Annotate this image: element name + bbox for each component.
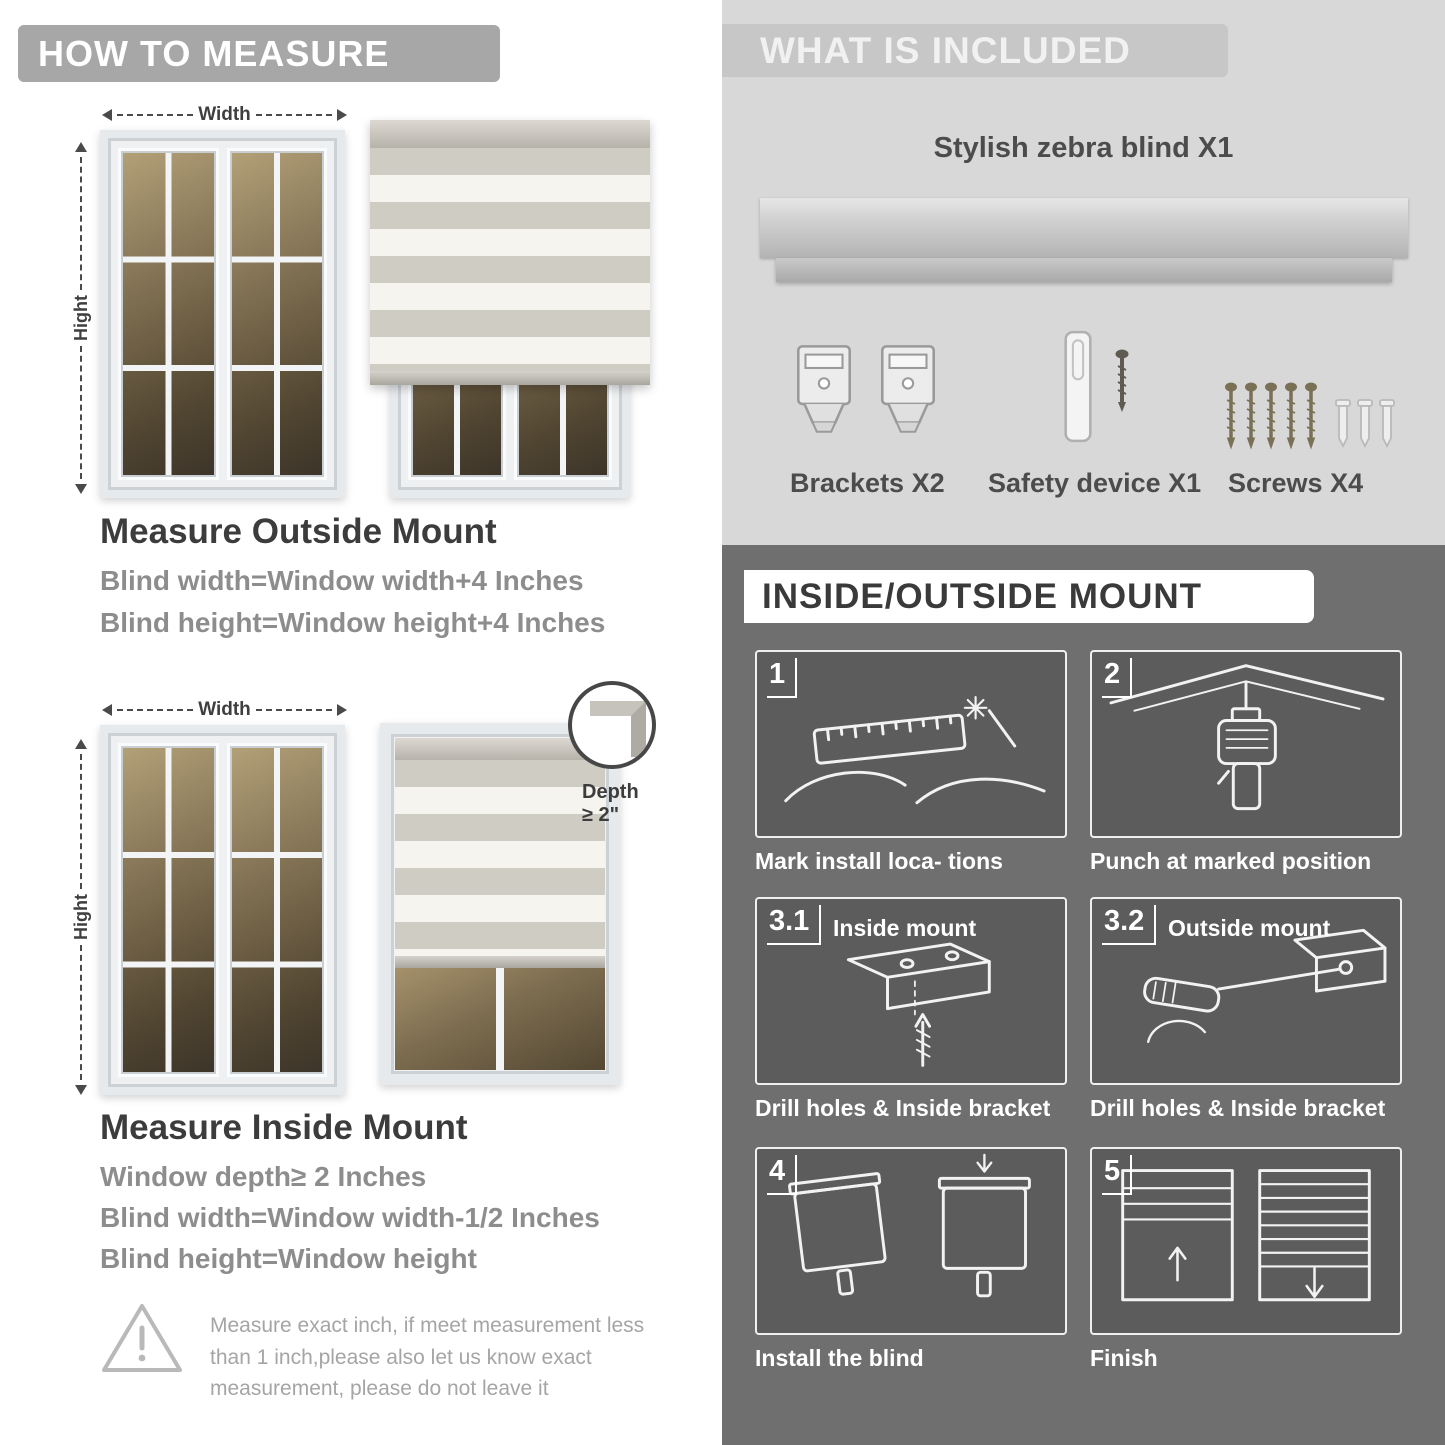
inside-bracket-illustration (846, 942, 991, 1067)
inside-width-formula: Blind width=Window width-1/2 Inches (100, 1202, 600, 1233)
measurement-warning: Measure exact inch, if meet measurement … (98, 1298, 650, 1405)
step-number: 3.1 (767, 905, 822, 945)
inside-mount-heading: Measure Inside Mount (100, 1108, 468, 1147)
step-caption: Punch at marked position (1090, 848, 1372, 874)
height-label: Hight (70, 295, 91, 341)
arrow-down-icon (75, 484, 87, 495)
what-is-included-banner: WHAT IS INCLUDED (722, 24, 1228, 77)
height-arrow: Hight (70, 142, 92, 495)
arrow-up-icon (75, 142, 87, 152)
zebra-blind (395, 738, 605, 968)
width-arrow: Width (102, 699, 347, 721)
step-4-tile: 4 (755, 1147, 1067, 1335)
inside-mount-figure: Width Hight Depth ≥ 2" (70, 681, 656, 1103)
mark-locations-illustration (784, 695, 1046, 805)
step-caption: Drill holes & Inside bracket (1090, 1095, 1386, 1121)
outside-mount-figure: Width Hight (70, 100, 655, 500)
height-arrow: Hight (70, 739, 92, 1096)
step-title: Outside mount (1168, 915, 1331, 941)
step-number: 5 (1102, 1155, 1133, 1195)
step-caption: Install the blind (755, 1345, 924, 1371)
zebra-stripes (370, 148, 650, 371)
blind-bottomrail (395, 956, 605, 968)
how-to-measure-banner: HOW TO MEASURE (18, 25, 500, 82)
brackets-label: Brackets X2 (790, 468, 945, 498)
width-label: Width (198, 699, 251, 720)
blind-headrail (370, 120, 650, 148)
step-number: 3.2 (1102, 905, 1157, 945)
outside-mount-heading: Measure Outside Mount (100, 512, 497, 551)
mount-steps-panel: INSIDE/OUTSIDE MOUNT 1 (722, 545, 1445, 1445)
drill-illustration (1109, 664, 1385, 811)
step-number: 1 (767, 658, 798, 698)
width-arrow: Width (102, 104, 347, 126)
zebra-blind (370, 120, 650, 385)
step-1: 1 Mark install loca- tions (755, 650, 1067, 875)
included-item-title: Stylish zebra blind X1 (933, 132, 1234, 164)
window-sash (226, 148, 327, 480)
step-number: 4 (767, 1155, 798, 1195)
arrow-down-icon (75, 1085, 87, 1096)
window-sash (118, 743, 219, 1077)
depth-callout-label: Depth ≥ 2" (582, 781, 639, 826)
mount-title: INSIDE/OUTSIDE MOUNT (762, 577, 1203, 616)
inside-depth-rule: Window depth≥ 2 Inches (100, 1161, 427, 1192)
safety-device-label: Safety device X1 (988, 468, 1202, 498)
screws-label: Screws X4 (1228, 468, 1364, 498)
inside-height-formula: Blind height=Window height (100, 1243, 477, 1274)
arrow-right-icon (337, 109, 347, 121)
step-3-2-tile: 3.2 Outside mount (1090, 897, 1402, 1085)
arrow-left-icon (102, 704, 112, 716)
outside-blind-illustration (370, 120, 650, 498)
outside-height-formula: Blind height=Window height+4 Inches (100, 607, 606, 638)
what-is-included-panel: WHAT IS INCLUDED Stylish zebra blind X1 (722, 0, 1445, 545)
step-3-1: 3.1 Inside mount Drill holes & Ins (755, 897, 1067, 1122)
step-3-1-tile: 3.1 Inside mount (755, 897, 1067, 1085)
step-5-tile: 5 (1090, 1147, 1402, 1335)
outside-width-formula: Blind width=Window width+4 Inches (100, 565, 584, 596)
blind-headrail (395, 738, 605, 760)
step-1-tile: 1 (755, 650, 1067, 838)
window-panes-below (395, 968, 605, 1070)
outside-bracket-illustration (1143, 928, 1387, 1044)
step-3-2: 3.2 Outside mount (1090, 897, 1402, 1122)
step-title: Inside mount (833, 915, 977, 941)
step-4: 4 Install the b (755, 1147, 1067, 1372)
depth-callout-icon (568, 681, 656, 769)
warning-triangle-icon (102, 1304, 182, 1372)
screw-icon (1114, 348, 1130, 419)
window-illustration (100, 130, 345, 498)
step-caption: Mark install loca- tions (755, 848, 1003, 874)
install-blind-illustration (788, 1153, 1031, 1298)
width-label: Width (198, 104, 251, 125)
finish-blinds-illustration (1121, 1169, 1371, 1302)
arrow-left-icon (102, 109, 112, 121)
blind-bottomrail (370, 371, 650, 385)
blind-headrail-lip (776, 258, 1392, 282)
step-number: 2 (1102, 658, 1133, 698)
what-is-included-title: WHAT IS INCLUDED (760, 30, 1131, 71)
bracket-icon (788, 338, 860, 441)
zebra-stripes (395, 760, 605, 956)
bracket-icon (872, 338, 944, 441)
window-corner-detail (590, 701, 646, 757)
step-caption: Finish (1090, 1345, 1158, 1371)
step-2-tile: 2 (1090, 650, 1402, 838)
screws-group-icon (1224, 382, 1424, 467)
step-caption: Drill holes & Inside bracket (755, 1095, 1051, 1121)
mount-banner: INSIDE/OUTSIDE MOUNT (744, 570, 1314, 623)
safety-device-icon (1060, 328, 1096, 451)
window-sash (118, 148, 219, 480)
how-to-measure-title: HOW TO MEASURE (38, 33, 390, 74)
step-2: 2 Punch at marked position (1090, 650, 1402, 875)
inside-blind-illustration (380, 723, 620, 1085)
arrow-right-icon (337, 704, 347, 716)
height-label: Hight (70, 894, 91, 940)
window-sash (226, 743, 327, 1077)
window-illustration (100, 725, 345, 1095)
arrow-up-icon (75, 739, 87, 749)
step-5: 5 Finish (1090, 1147, 1402, 1372)
warning-text: Measure exact inch, if meet measurement … (210, 1314, 645, 1400)
blind-headrail-illustration (760, 198, 1408, 258)
